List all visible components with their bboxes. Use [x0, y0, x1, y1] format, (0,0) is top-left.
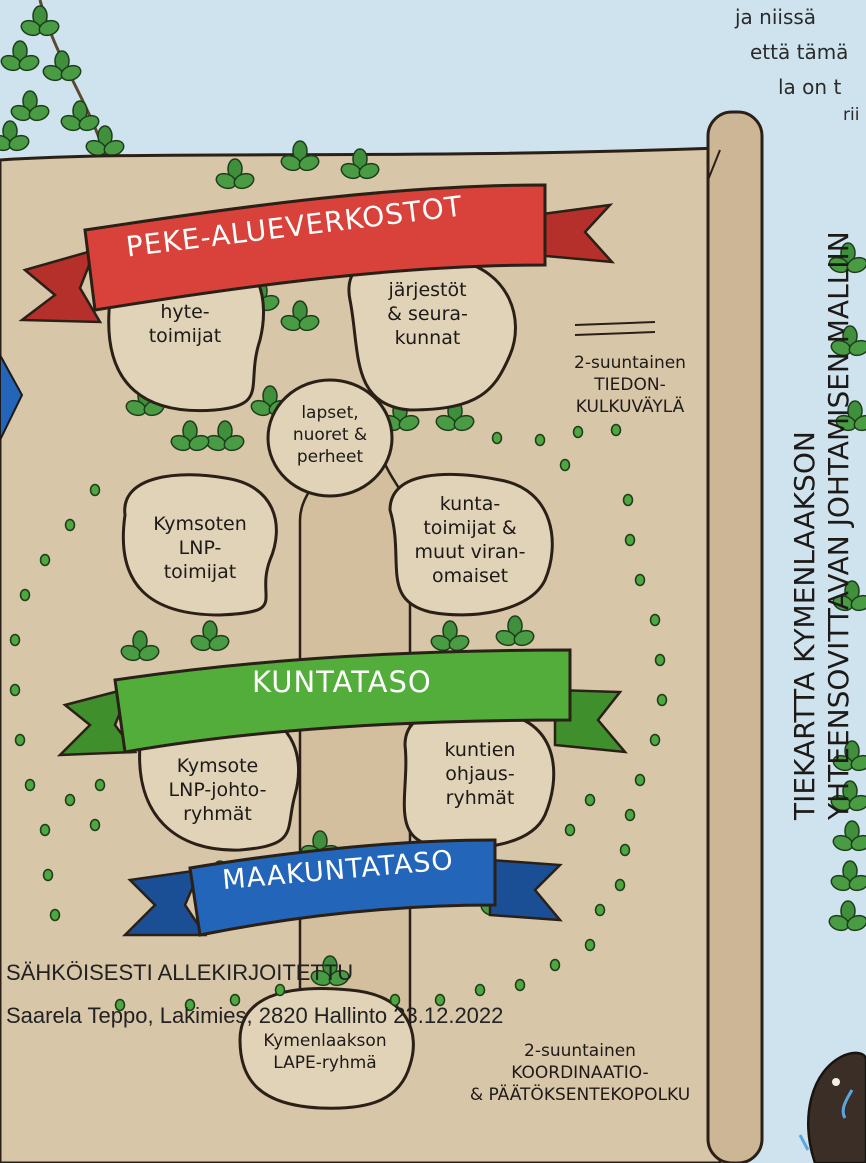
- legend-line-symbol: [574, 321, 656, 336]
- bubble-kymsote-johto-label: Kymsote LNP-johto- ryhmät: [168, 755, 267, 825]
- bubble-hyte-label: hyte- toimijat: [148, 301, 222, 347]
- banner-kunta-label: KUNTATASO: [252, 665, 432, 699]
- bubble-lape-label: Kymenlaakson LAPE-ryhmä: [263, 1031, 387, 1073]
- critter-mole: [798, 1051, 866, 1163]
- bubble-kuntien-label: kuntien ohjaus- ryhmät: [444, 739, 516, 809]
- bubble-jarjestot-label: järjestöt & seura- kunnat: [387, 279, 468, 349]
- bubble-lapset-label: lapset, nuoret & perheet: [292, 403, 368, 467]
- intro-line-1: ja niissä: [735, 5, 817, 29]
- intro-line-4: rii: [843, 105, 860, 120]
- vine-top-left: [0, 0, 127, 171]
- bubble-kunta-label: kunta- toimijat & muut viran- omaiset: [414, 493, 526, 587]
- banner-maakunta: [121, 838, 563, 937]
- side-title-line-2: YHTEENSOVITTAVAN JOHTAMISEN MALLIIN: [822, 231, 855, 820]
- signature-stamp-line-1: SÄHKÖISESTI ALLEKIRJOITETTU: [6, 960, 354, 985]
- legend-tiedon-label: 2-suuntainen TIEDON- KULKUVÄYLÄ: [574, 353, 686, 417]
- banner-peke: [18, 183, 616, 324]
- bubble-lape: [238, 987, 415, 1110]
- side-title-line-1: TIEKARTTA KYMENLAAKSON: [788, 431, 821, 820]
- side-title: TIEKARTTA KYMENLAAKSON YHTEENSOVITTAVAN …: [788, 231, 856, 820]
- bubble-kunta: [388, 472, 554, 617]
- bubble-kymsoten-label: Kymsoten LNP- toimijat: [153, 513, 247, 583]
- banner-kunta: [56, 648, 628, 757]
- bubble-kymsoten: [121, 473, 278, 617]
- intro-line-3: la on t: [778, 75, 842, 99]
- legend-koordinaatio-label: 2-suuntainen KOORDINAATIO- & PÄÄTÖKSENTE…: [469, 1041, 691, 1105]
- bubble-lapset: [266, 378, 394, 498]
- intro-text: ja niissä että tämä la on t rii: [0, 0, 866, 120]
- intro-line-2: että tämä: [750, 40, 849, 64]
- signature-stamp-line-2: Saarela Teppo, Lakimies, 2820 Hallinto 2…: [6, 1003, 504, 1028]
